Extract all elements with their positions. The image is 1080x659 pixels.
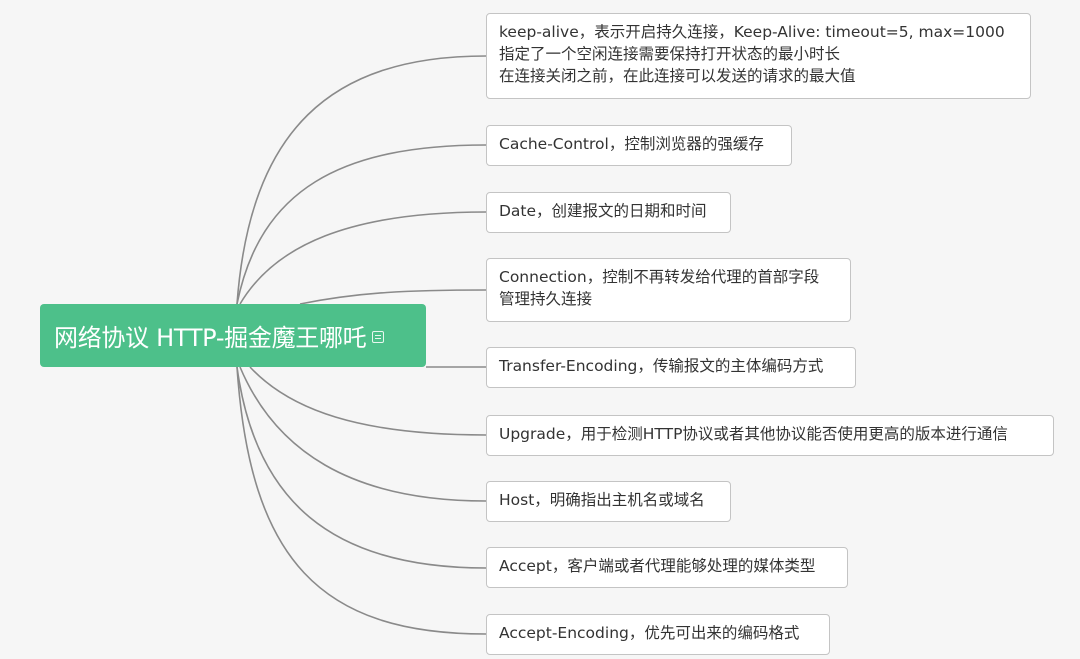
topic-text-line: Upgrade，用于检测HTTP协议或者其他协议能否使用更高的版本进行通信 [499, 425, 1008, 443]
topic-text-line: Connection，控制不再转发给代理的首部字段 [499, 268, 820, 286]
root-topic[interactable]: 网络协议 HTTP-掘金魔王哪吒 [40, 304, 426, 367]
topic-upgrade[interactable]: Upgrade，用于检测HTTP协议或者其他协议能否使用更高的版本进行通信 [486, 415, 1054, 456]
connector-connection [299, 289, 487, 305]
topic-text-line: Date，创建报文的日期和时间 [499, 202, 707, 220]
topic-accept-encoding[interactable]: Accept-Encoding，优先可出来的编码格式 [486, 614, 830, 655]
topic-host[interactable]: Host，明确指出主机名或域名 [486, 481, 731, 522]
connector-accept-encoding [236, 366, 487, 635]
connector-host [239, 366, 487, 502]
topic-date[interactable]: Date，创建报文的日期和时间 [486, 192, 731, 233]
topic-text-line: Accept，客户端或者代理能够处理的媒体类型 [499, 557, 816, 575]
connector-accept [236, 366, 487, 569]
root-topic-title: 网络协议 HTTP-掘金魔王哪吒 [54, 324, 367, 352]
topic-connection[interactable]: Connection，控制不再转发给代理的首部字段 管理持久连接 [486, 258, 851, 322]
topic-cache-control[interactable]: Cache-Control，控制浏览器的强缓存 [486, 125, 792, 166]
topic-text-line: Host，明确指出主机名或域名 [499, 491, 705, 509]
topic-transfer-encoding[interactable]: Transfer-Encoding，传输报文的主体编码方式 [486, 347, 856, 388]
topic-text-line: Cache-Control，控制浏览器的强缓存 [499, 135, 764, 153]
topic-accept[interactable]: Accept，客户端或者代理能够处理的媒体类型 [486, 547, 848, 588]
topic-keep-alive[interactable]: keep-alive，表示开启持久连接，Keep-Alive: timeout=… [486, 13, 1031, 99]
connector-cache-control [236, 144, 487, 305]
connector-upgrade [249, 366, 487, 436]
connector-keep-alive [236, 55, 487, 305]
connector-date [239, 211, 487, 305]
topic-text-line: keep-alive，表示开启持久连接，Keep-Alive: timeout=… [499, 23, 1005, 41]
note-icon[interactable] [372, 330, 385, 343]
topic-text-line: 指定了一个空闲连接需要保持打开状态的最小时长 [499, 45, 841, 63]
topic-text-line: Transfer-Encoding，传输报文的主体编码方式 [499, 357, 824, 375]
topic-text-line: Accept-Encoding，优先可出来的编码格式 [499, 624, 800, 642]
topic-text-line: 管理持久连接 [499, 290, 593, 308]
topic-text-line: 在连接关闭之前，在此连接可以发送的请求的最大值 [499, 67, 856, 85]
